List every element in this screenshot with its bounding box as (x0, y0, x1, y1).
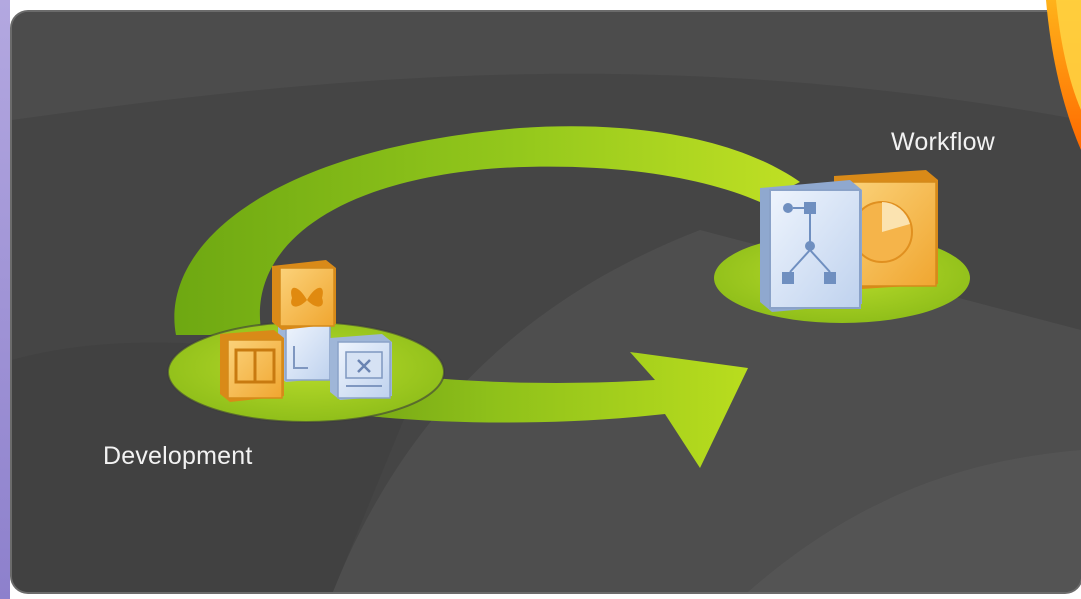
workflow-label: Workflow (891, 128, 995, 156)
cycle-arrow-upper-arc (174, 126, 800, 335)
orange-accent-shape (1046, 0, 1081, 150)
butterfly-document-icon (272, 260, 336, 330)
workflow-diagram-document-icon (760, 180, 862, 312)
blank-document-icon (278, 318, 331, 382)
development-label: Development (103, 442, 253, 470)
columns-document-icon (220, 330, 284, 402)
form-document-icon (330, 334, 392, 400)
side-accent-bar (0, 0, 10, 599)
